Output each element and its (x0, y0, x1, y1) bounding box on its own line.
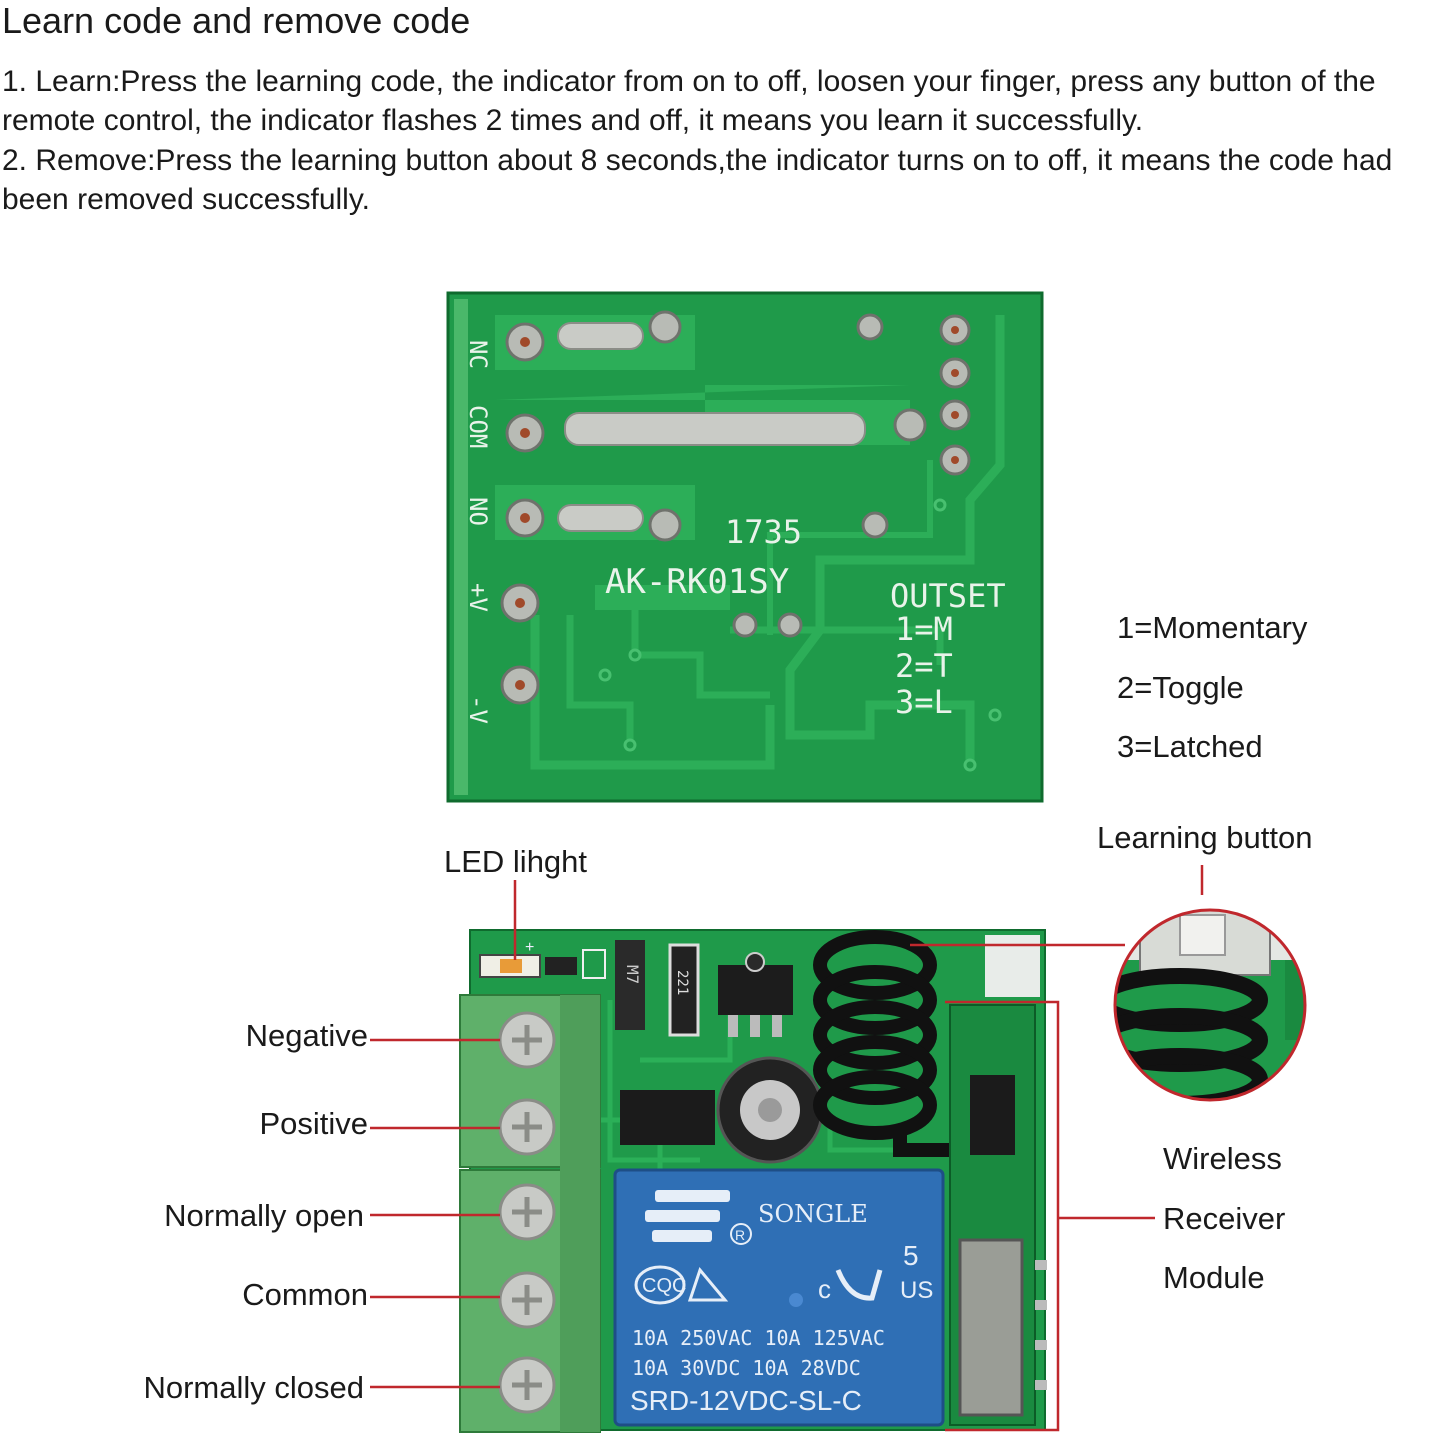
module-label-line3: Module (1163, 1260, 1265, 1295)
vias (598, 498, 1002, 772)
learning-button-zoom (1113, 908, 1307, 1102)
led-plus-mark: + (525, 939, 534, 956)
learning-button-label: Learning button (1097, 820, 1313, 855)
outset-title: OUTSET (890, 577, 1006, 615)
led-label: LED lihght (444, 844, 588, 879)
pcb-front-view: + M7 221 SONGL (370, 865, 1307, 1433)
relay-rating-ac: 10A 250VAC 10A 125VAC (632, 1326, 885, 1350)
resistor-mark: 221 (674, 970, 690, 995)
legend-latched: 3=Latched (1117, 729, 1263, 764)
normally-closed-label: Normally closed (143, 1370, 364, 1405)
relay-ul-c: c (818, 1274, 831, 1304)
relay-brand: SONGLE (758, 1200, 868, 1228)
learn-step: 1. Learn:Press the learning code, the in… (2, 65, 1376, 138)
voltage-regulator (718, 965, 793, 1015)
serial-number: 1735 (725, 513, 802, 551)
common-label: Common (242, 1277, 368, 1312)
module-bracket (945, 1000, 1060, 1432)
relay-us: US (900, 1277, 933, 1304)
terminal-label-no: NO (464, 497, 492, 526)
transistor (620, 1090, 715, 1145)
outset-code-m: 1=M (895, 610, 953, 648)
negative-label: Negative (245, 1018, 368, 1053)
module-label-line1: Wireless (1163, 1141, 1282, 1176)
remove-step: 2. Remove:Press the learning button abou… (2, 143, 1393, 216)
relay-logo (645, 1190, 730, 1242)
outset-code-l: 3=L (895, 683, 953, 721)
terminal-label-neg: -V (464, 695, 492, 724)
terminal-label-nc: NC (464, 340, 492, 369)
terminal-label-pos: +V (464, 583, 492, 612)
solder-slot-no (557, 504, 644, 532)
relay-cqc: CQC (642, 1275, 686, 1297)
legend-momentary: 1=Momentary (1117, 610, 1308, 645)
legend-toggle: 2=Toggle (1117, 669, 1244, 705)
model-number: AK-RK01SY (605, 562, 789, 602)
instructions: 1. Learn:Press the learning code, the in… (2, 62, 1442, 219)
terminal-label-com: COM (464, 405, 492, 448)
svg-text:R: R (735, 1227, 745, 1243)
solder-slot-nc (557, 322, 644, 350)
diode-mark: M7 (623, 965, 642, 984)
antenna-coil (813, 930, 1012, 1157)
page-title: Learn code and remove code (2, 0, 471, 41)
relay-number: 5 (903, 1240, 919, 1271)
solder-pads (500, 310, 971, 705)
resistor (668, 943, 700, 1037)
normally-open-label: Normally open (164, 1198, 364, 1233)
relay-rating-dc: 10A 30VDC 10A 28VDC (632, 1356, 861, 1380)
solder-slot-com (564, 412, 866, 446)
solder-pad-centers (515, 326, 959, 690)
positive-label: Positive (259, 1106, 368, 1141)
learning-button-zoom-ring (1113, 908, 1307, 1102)
outset-legend: 1=Momentary 2=Toggle 3=Latched (1117, 606, 1307, 785)
outset-code-t: 2=T (895, 647, 953, 685)
relay-part-number: SRD-12VDC-SL-C (630, 1385, 862, 1416)
diode (615, 940, 645, 1030)
module-label-line2: Receiver (1163, 1201, 1286, 1236)
pcb-back-view: NC COM NO +V -V 1735 AK-RK01SY OUTSET 1=… (446, 291, 1044, 803)
